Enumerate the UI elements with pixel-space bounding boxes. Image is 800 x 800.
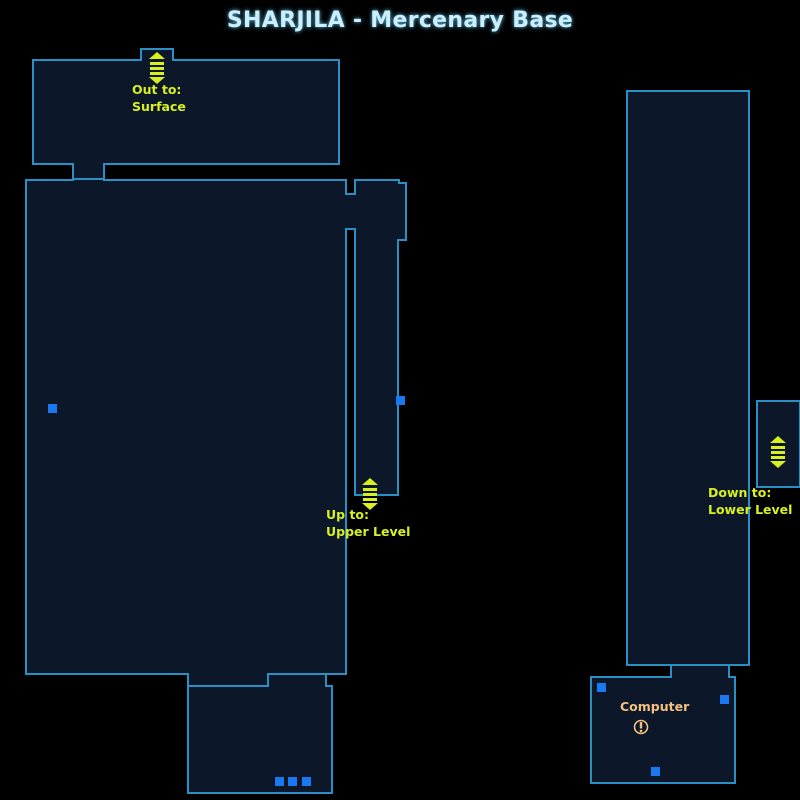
room-computer [590, 664, 736, 784]
map-marker[interactable] [597, 683, 606, 692]
elevator-icon[interactable] [769, 436, 787, 468]
map-marker[interactable] [288, 777, 297, 786]
elevator-icon[interactable] [148, 52, 166, 84]
transition-label-line: Surface [132, 99, 186, 114]
map-marker[interactable] [651, 767, 660, 776]
map-marker[interactable] [48, 404, 57, 413]
transition-label-line: Out to: [132, 82, 182, 97]
map-marker[interactable] [302, 777, 311, 786]
corridor-wall [346, 228, 356, 495]
room-storage [187, 673, 333, 794]
transition-label-line: Upper Level [326, 524, 411, 539]
transition-label-upper-level: Up to: Upper Level [326, 506, 410, 540]
room-east-hall [626, 90, 750, 678]
transition-label-surface: Out to: Surface [132, 81, 186, 115]
poi-label-computer: Computer [620, 699, 690, 714]
elevator-icon[interactable] [361, 478, 379, 510]
room-lift-alcove [756, 400, 800, 488]
map-marker[interactable] [396, 396, 405, 405]
map-marker[interactable] [275, 777, 284, 786]
transition-label-line: Down to: [708, 485, 772, 500]
map-title: SHARJILA - Mercenary Base [226, 8, 574, 33]
map-marker[interactable] [720, 695, 729, 704]
room-main-hall [25, 178, 407, 687]
transition-label-lower-level: Down to: Lower Level [708, 484, 792, 518]
exclamation-icon[interactable] [633, 719, 649, 735]
transition-label-line: Up to: [326, 507, 370, 522]
transition-label-line: Lower Level [708, 502, 793, 517]
room-entrance [32, 48, 340, 180]
